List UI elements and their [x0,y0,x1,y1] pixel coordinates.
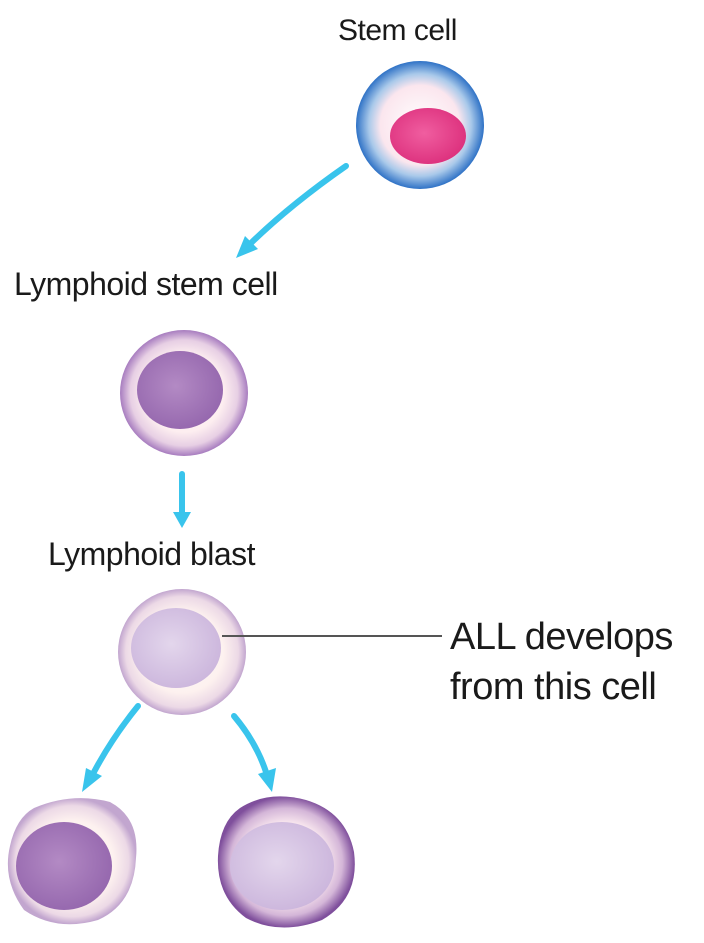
lymphoid-stem-cell [120,330,248,456]
arrow-blast-to-left-cell [82,703,141,792]
lymphoid-blast-nucleus [131,608,221,688]
lymphoid-stem-cell-nucleus [137,351,223,429]
stem-cell-nucleus [390,108,466,164]
annotation-line-2: from this cell [450,666,657,708]
daughter-cell-left [7,798,137,925]
arrow-stem-to-lymphoid [236,163,349,258]
arrow-blast-to-right-cell [231,713,276,792]
lymphoid-blast-label: Lymphoid blast [48,536,256,572]
daughter-cell-left-nucleus [16,822,112,910]
daughter-cell-right [217,796,355,928]
arrow-lymphoid-to-blast [173,471,191,528]
annotation-line-1: ALL develops [450,616,673,658]
all-annotation: ALL develops from this cell [450,612,673,712]
lymphoid-stem-cell-label: Lymphoid stem cell [14,266,278,302]
stem-cell [356,61,484,189]
lymphoid-blast [118,589,246,715]
stem-cell-label: Stem cell [338,14,457,47]
daughter-cell-right-nucleus [230,822,334,910]
